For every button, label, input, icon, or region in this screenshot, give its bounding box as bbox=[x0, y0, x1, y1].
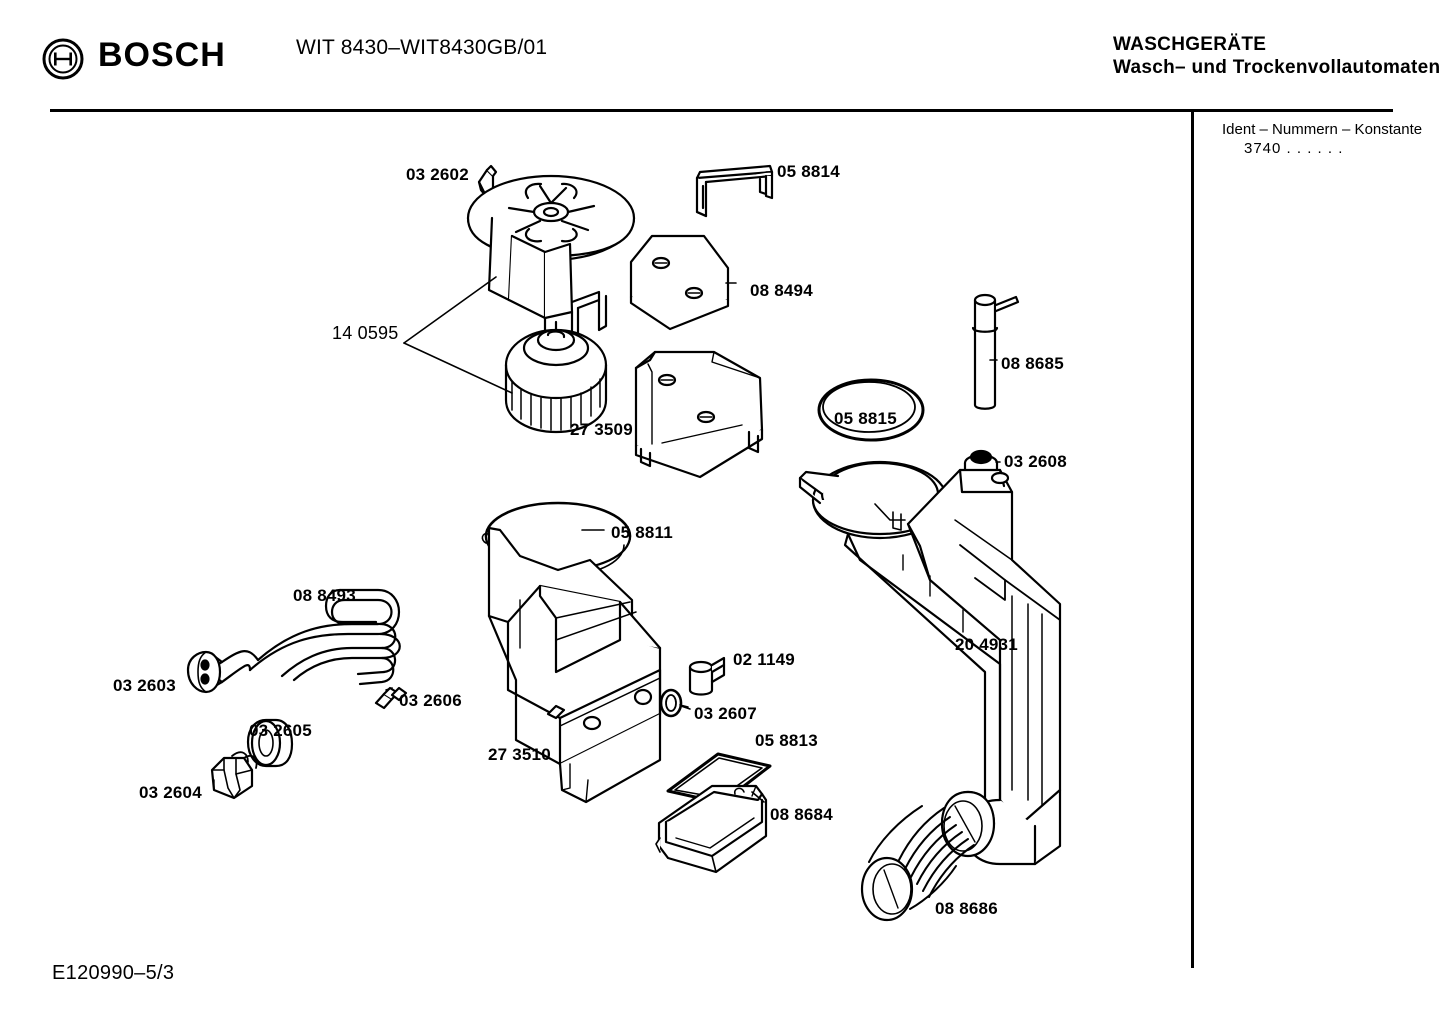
part-label-clip-pair: 03 2606 bbox=[399, 691, 462, 710]
ident-numbers-panel: Ident – Nummern – Konstante 3740 . . . .… bbox=[1222, 120, 1432, 158]
part-shape-fan-wheel bbox=[466, 174, 636, 356]
part-label-sealing-washer: 03 2607 bbox=[694, 704, 757, 723]
category-subtitle: Wasch– und Trockenvollautomaten bbox=[1113, 57, 1441, 78]
part-shape-03-2606 bbox=[374, 686, 408, 710]
part-label-heating-element: 08 8493 bbox=[293, 586, 356, 605]
part-label-sensor-tube: 08 8685 bbox=[1001, 354, 1064, 373]
ident-panel-value: 3740 . . . . . . bbox=[1244, 140, 1344, 157]
part-label-bellows-hose: 08 8686 bbox=[935, 899, 998, 918]
part-shape-03-2607 bbox=[659, 688, 691, 718]
part-label-tray-gasket: 05 8813 bbox=[755, 731, 818, 750]
part-shape-03-2605 bbox=[246, 718, 294, 768]
part-label-air-duct-housing: 20 4931 bbox=[955, 635, 1018, 654]
part-shape-03-2604 bbox=[210, 751, 258, 800]
part-shape-08-8684 bbox=[655, 784, 768, 874]
part-shape-08-8494 bbox=[629, 234, 730, 331]
part-label-retaining-bracket: 05 8814 bbox=[777, 162, 840, 181]
part-shape-05-8815 bbox=[817, 378, 925, 442]
part-shape-08-8686 bbox=[860, 790, 996, 922]
document-code: E120990–5/3 bbox=[52, 962, 175, 984]
model-title: WIT 8430–WIT8430GB/01 bbox=[296, 36, 548, 59]
category-title: WASCHGERÄTE bbox=[1113, 34, 1267, 55]
ident-panel-title: Ident – Nummern – Konstante bbox=[1222, 121, 1423, 138]
part-label-fan-impeller-housing: 27 3509 bbox=[570, 420, 633, 439]
part-shape-08-8685 bbox=[971, 293, 1020, 410]
part-shape-27-3510 bbox=[481, 526, 662, 804]
panel-divider-rule bbox=[1191, 112, 1194, 968]
part-label-bulb-holder: 02 1149 bbox=[733, 650, 795, 669]
leader-14-0595 bbox=[403, 276, 513, 394]
part-label-condenser-sump: 27 3510 bbox=[488, 745, 551, 764]
part-label-terminal-connector: 03 2604 bbox=[139, 783, 202, 802]
category-block: WASCHGERÄTE Wasch– und Trockenvollautoma… bbox=[1113, 33, 1440, 79]
header-divider-rule bbox=[50, 109, 1393, 112]
part-label-bush-ring: 03 2605 bbox=[249, 721, 312, 740]
part-label-drum-seal: 05 8811 bbox=[611, 523, 673, 542]
part-label-fan-clip: 03 2602 bbox=[406, 165, 469, 184]
part-label-oval-seal-ring: 05 8815 bbox=[834, 409, 897, 428]
part-shape-duct-scoop bbox=[634, 350, 764, 479]
part-label-collector-tray: 08 8684 bbox=[770, 805, 833, 824]
part-label-grommet: 03 2608 bbox=[1004, 452, 1067, 471]
part-shape-27-3509 bbox=[504, 328, 608, 434]
part-shape-05-8814 bbox=[695, 164, 774, 218]
part-label-fan-assembly-group: 14 0595 bbox=[332, 323, 399, 343]
bosch-armature-icon bbox=[40, 36, 86, 82]
part-shape-20-4931 bbox=[798, 460, 1062, 866]
page-header: BOSCH WIT 8430–WIT8430GB/01 WASCHGERÄTE … bbox=[0, 0, 1442, 110]
part-shape-03-2603 bbox=[186, 650, 222, 694]
part-label-insulator-disc: 03 2603 bbox=[113, 676, 176, 695]
part-label-cover-plate: 08 8494 bbox=[750, 281, 813, 300]
part-shape-02-1149 bbox=[688, 656, 726, 696]
bosch-wordmark: BOSCH bbox=[98, 36, 226, 74]
